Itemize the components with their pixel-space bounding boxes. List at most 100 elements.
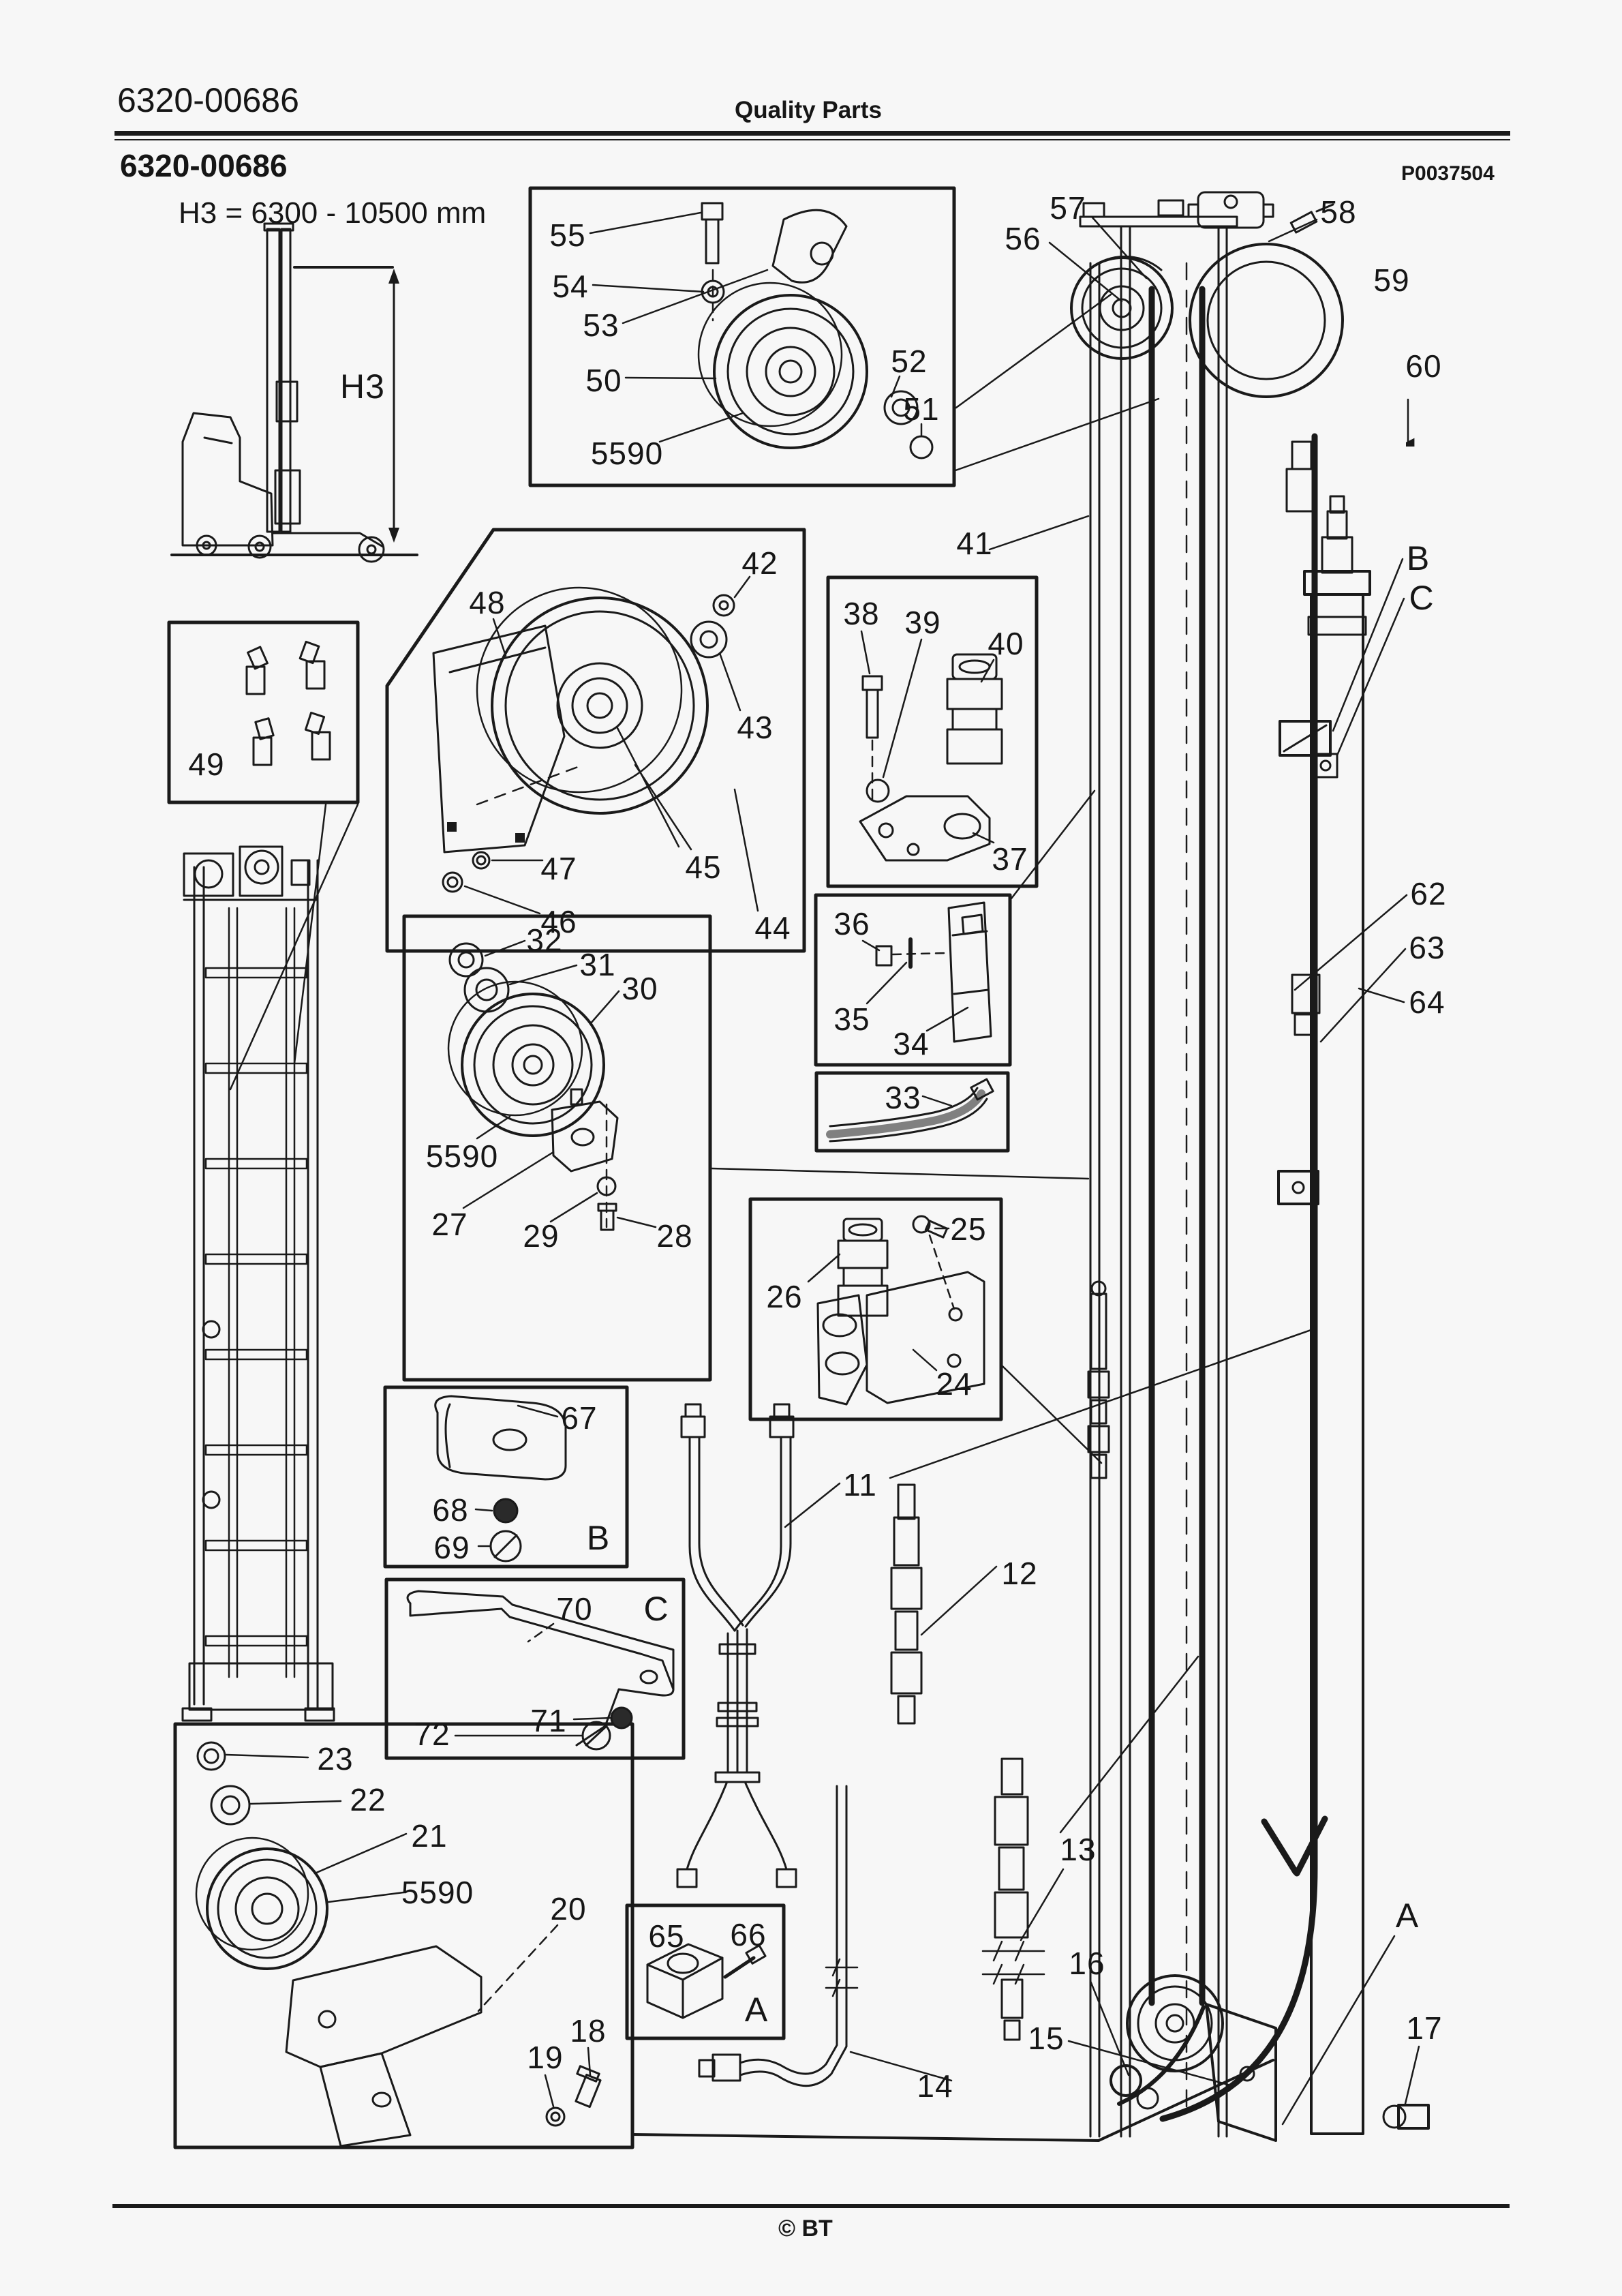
- parts-box-33: [826, 1078, 994, 1143]
- callout-39: 39: [904, 605, 941, 640]
- callout-50: 50: [585, 363, 622, 398]
- callout-42: 42: [741, 545, 778, 581]
- callout-27: 27: [431, 1207, 468, 1242]
- callout-28: 28: [656, 1218, 693, 1254]
- callout-32: 32: [526, 922, 563, 958]
- mast-left-assembly: [181, 845, 335, 1722]
- box-26: [748, 1197, 1003, 1421]
- callout-C-upper: C: [1409, 579, 1435, 617]
- callout-13: 13: [1060, 1832, 1097, 1867]
- mast-height-note: H3 = 6300 - 10500 mm: [179, 196, 487, 230]
- callout-71: 71: [530, 1703, 567, 1738]
- callout-56: 56: [1005, 221, 1041, 256]
- callout-45: 45: [685, 849, 722, 885]
- callout-64: 64: [1409, 984, 1445, 1020]
- callout-5590-a: 5590: [590, 436, 664, 471]
- callout-21: 21: [411, 1818, 448, 1854]
- callout-20: 20: [550, 1891, 587, 1927]
- callout-52: 52: [891, 344, 928, 379]
- leader-lines: [229, 215, 1420, 2126]
- box-38: [826, 575, 1039, 888]
- callout-12: 12: [1001, 1556, 1038, 1591]
- callout-62: 62: [1410, 876, 1447, 911]
- plate-number: P0037504: [1401, 162, 1495, 185]
- callout-22: 22: [350, 1782, 386, 1817]
- clamp-B-C: [1279, 720, 1338, 779]
- callout-41: 41: [956, 526, 993, 561]
- callout-55: 55: [549, 217, 586, 253]
- box-33: [814, 1071, 1010, 1153]
- callout-67: 67: [561, 1400, 598, 1436]
- parts-box-36: [861, 901, 992, 1043]
- callout-34: 34: [893, 1026, 930, 1061]
- cylinder-head-trunnion: [1187, 191, 1274, 229]
- inset-boxes: [167, 186, 1039, 2149]
- callout-17: 17: [1406, 2010, 1443, 2046]
- callout-57: 57: [1050, 190, 1086, 226]
- chain-12: [890, 1483, 923, 1725]
- parts-box-49: [245, 640, 331, 766]
- callout-30: 30: [622, 971, 658, 1006]
- callout-B-lower: B: [586, 1519, 611, 1557]
- callout-43: 43: [737, 710, 774, 745]
- hose-loop: [1189, 243, 1344, 398]
- h3-dimension: [388, 269, 399, 543]
- parts-box-67: [434, 1395, 567, 1562]
- callout-58: 58: [1320, 194, 1357, 230]
- box-20: [173, 1722, 634, 2149]
- callout-11: 11: [843, 1467, 877, 1502]
- callout-33: 33: [885, 1080, 921, 1115]
- hose-bottom-curve: [1159, 1864, 1318, 2122]
- callout-63: 63: [1409, 930, 1445, 965]
- lift-cylinder: [1303, 495, 1371, 2135]
- callout-A-box: A: [744, 1991, 769, 2029]
- callout-68: 68: [432, 1492, 469, 1528]
- chain-anchor-mid: [1087, 1280, 1110, 1479]
- callout-18: 18: [570, 2013, 607, 2049]
- mast-main: [631, 191, 1430, 2142]
- callout-A-right: A: [1395, 1897, 1420, 1935]
- bolt-17-part: [1382, 2104, 1430, 2130]
- callout-51: 51: [903, 391, 940, 427]
- box-67: [383, 1385, 629, 1569]
- callout-24: 24: [936, 1366, 973, 1402]
- box-30: [402, 914, 712, 1382]
- hose-fork-11: [676, 1403, 841, 1888]
- page-title: 6320-00686: [120, 148, 288, 183]
- parts-box-65: [646, 1943, 767, 2019]
- box-49: [167, 620, 360, 804]
- callout-38: 38: [843, 596, 880, 631]
- callout-59: 59: [1373, 262, 1410, 298]
- parts-box-30: [447, 939, 657, 1231]
- callout-29: 29: [523, 1218, 560, 1254]
- parts-box-50: [589, 202, 934, 459]
- callout-46: 46: [540, 904, 577, 939]
- callout-26: 26: [766, 1279, 803, 1314]
- callout-5590-c: 5590: [401, 1875, 474, 1910]
- callout-19: 19: [527, 2040, 564, 2075]
- callout-66: 66: [730, 1917, 767, 1952]
- callout-54: 54: [552, 269, 589, 304]
- fitting-58: [1289, 203, 1334, 234]
- callout-60: 60: [1405, 348, 1442, 384]
- top-pulley: [1070, 255, 1174, 360]
- parts-box-70: [406, 1590, 675, 1751]
- callout-15: 15: [1028, 2021, 1065, 2056]
- callout-23: 23: [317, 1741, 354, 1777]
- box-50: [528, 186, 956, 487]
- callout-C-lower: C: [643, 1590, 669, 1628]
- box-65: [625, 1903, 786, 2040]
- callout-69: 69: [433, 1530, 470, 1565]
- callout-70: 70: [556, 1591, 593, 1627]
- mid-clamp: [1277, 1170, 1319, 1205]
- callout-16: 16: [1069, 1946, 1105, 1981]
- footer-rule: [112, 2204, 1510, 2208]
- chain-13: [981, 1757, 1045, 2041]
- callout-35: 35: [833, 1001, 870, 1037]
- callout-37: 37: [992, 841, 1028, 877]
- callout-H3: H3: [340, 367, 385, 406]
- footer-copyright: © BT: [778, 2216, 833, 2241]
- callout-40: 40: [988, 626, 1024, 661]
